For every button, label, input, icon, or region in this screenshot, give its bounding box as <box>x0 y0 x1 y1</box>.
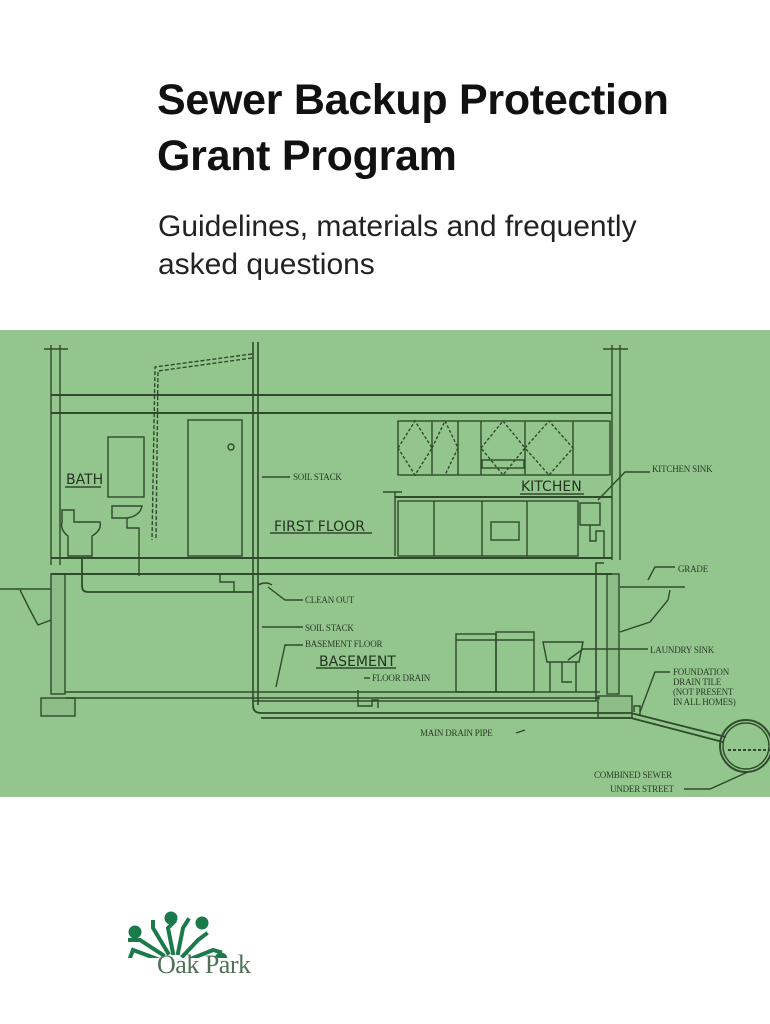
callout-floor-drain: FLOOR DRAIN <box>372 673 431 683</box>
room-label-basement: BASEMENT <box>319 654 396 670</box>
callout-soil-stack-upper: SOIL STACK <box>293 472 342 482</box>
callout-combined-sewer-1: COMBINED SEWER <box>594 770 672 780</box>
document-title: Sewer Backup Protection Grant Program <box>157 72 669 184</box>
oak-park-logo <box>108 878 278 988</box>
callout-main-drain-pipe: MAIN DRAIN PIPE <box>420 728 493 738</box>
callout-foundation-drain-tile-2: DRAIN TILE <box>673 677 722 687</box>
oak-park-wordmark: Oak Park <box>157 950 251 979</box>
room-labels: BATH FIRST FLOOR KITCHEN BASEMENT <box>66 472 582 670</box>
room-label-bath: BATH <box>66 472 103 488</box>
callout-foundation-drain-tile-4: IN ALL HOMES) <box>673 697 736 707</box>
callout-combined-sewer-2: UNDER STREET <box>610 784 675 794</box>
callout-laundry-sink: LAUNDRY SINK <box>650 645 715 655</box>
oak-tree-icon <box>113 911 228 981</box>
callout-basement-floor: BASEMENT FLOOR <box>305 639 382 649</box>
document-subtitle: Guidelines, materials and frequently ask… <box>158 208 637 284</box>
callout-soil-stack-lower: SOIL STACK <box>305 623 354 633</box>
house-plumbing-diagram: BATH FIRST FLOOR KITCHEN BASEMENT SOIL S… <box>0 330 770 797</box>
room-label-kitchen: KITCHEN <box>521 479 582 495</box>
callout-grade: GRADE <box>678 564 709 574</box>
title-line-2: Grant Program <box>157 132 457 180</box>
structure-lines <box>0 342 770 790</box>
callout-foundation-drain-tile-1: FOUNDATION <box>673 667 730 677</box>
callout-foundation-drain-tile-3: (NOT PRESENT <box>673 687 734 697</box>
plumbing-cross-section: BATH FIRST FLOOR KITCHEN BASEMENT SOIL S… <box>0 342 770 794</box>
room-label-first-floor: FIRST FLOOR <box>274 519 365 535</box>
callout-labels: SOIL STACK KITCHEN SINK GRADE CLEAN OUT … <box>293 464 736 794</box>
subtitle-line-2: asked questions <box>158 248 375 281</box>
callout-kitchen-sink: KITCHEN SINK <box>652 464 713 474</box>
subtitle-line-1: Guidelines, materials and frequently <box>158 210 637 243</box>
title-line-1: Sewer Backup Protection <box>157 76 669 124</box>
callout-clean-out: CLEAN OUT <box>305 595 355 605</box>
